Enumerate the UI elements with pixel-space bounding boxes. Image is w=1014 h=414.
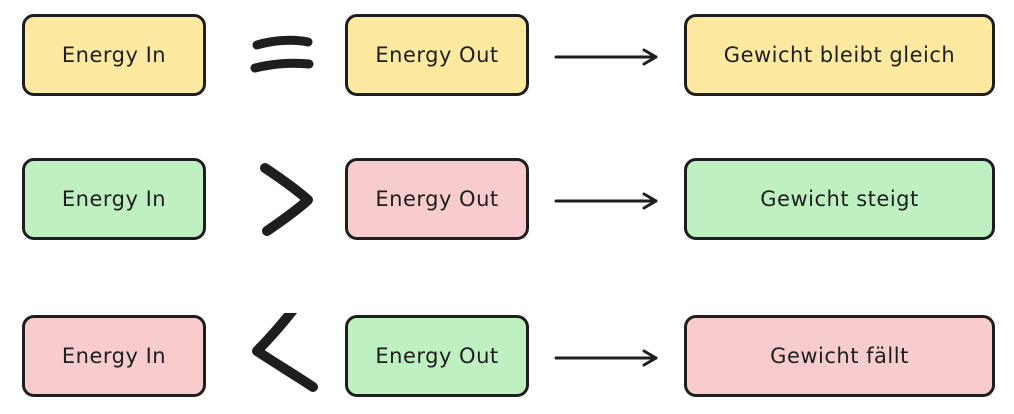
result-box: Gewicht fällt [684,315,995,397]
less-than-icon [252,313,318,392]
row-less: Energy In Energy Out Gewicht fällt [0,313,1014,403]
row-greater: Energy In Energy Out Gewicht steigt [0,156,1014,246]
equals-sign-icon [250,35,314,73]
energy-in-label: Energy In [61,344,167,368]
energy-in-label: Energy In [61,43,167,67]
energy-out-label: Energy Out [375,344,499,368]
energy-in-box: Energy In [22,315,206,397]
energy-out-box: Energy Out [345,158,529,240]
energy-out-box: Energy Out [345,315,529,397]
energy-out-label: Energy Out [375,43,499,67]
energy-out-label: Energy Out [375,187,499,211]
energy-in-box: Energy In [22,158,206,240]
result-box: Gewicht bleibt gleich [684,14,995,96]
result-label: Gewicht fällt [770,344,909,368]
energy-out-box: Energy Out [345,14,529,96]
arrow-right-icon [554,192,658,210]
energy-in-box: Energy In [22,14,206,96]
row-equal: Energy In Energy Out Gewicht bleibt glei… [0,12,1014,102]
arrow-right-icon [554,48,658,66]
greater-than-icon [260,163,313,236]
arrow-right-icon [554,349,658,367]
energy-in-label: Energy In [61,187,167,211]
result-label: Gewicht bleibt gleich [723,43,956,67]
result-label: Gewicht steigt [760,187,919,211]
result-box: Gewicht steigt [684,158,995,240]
